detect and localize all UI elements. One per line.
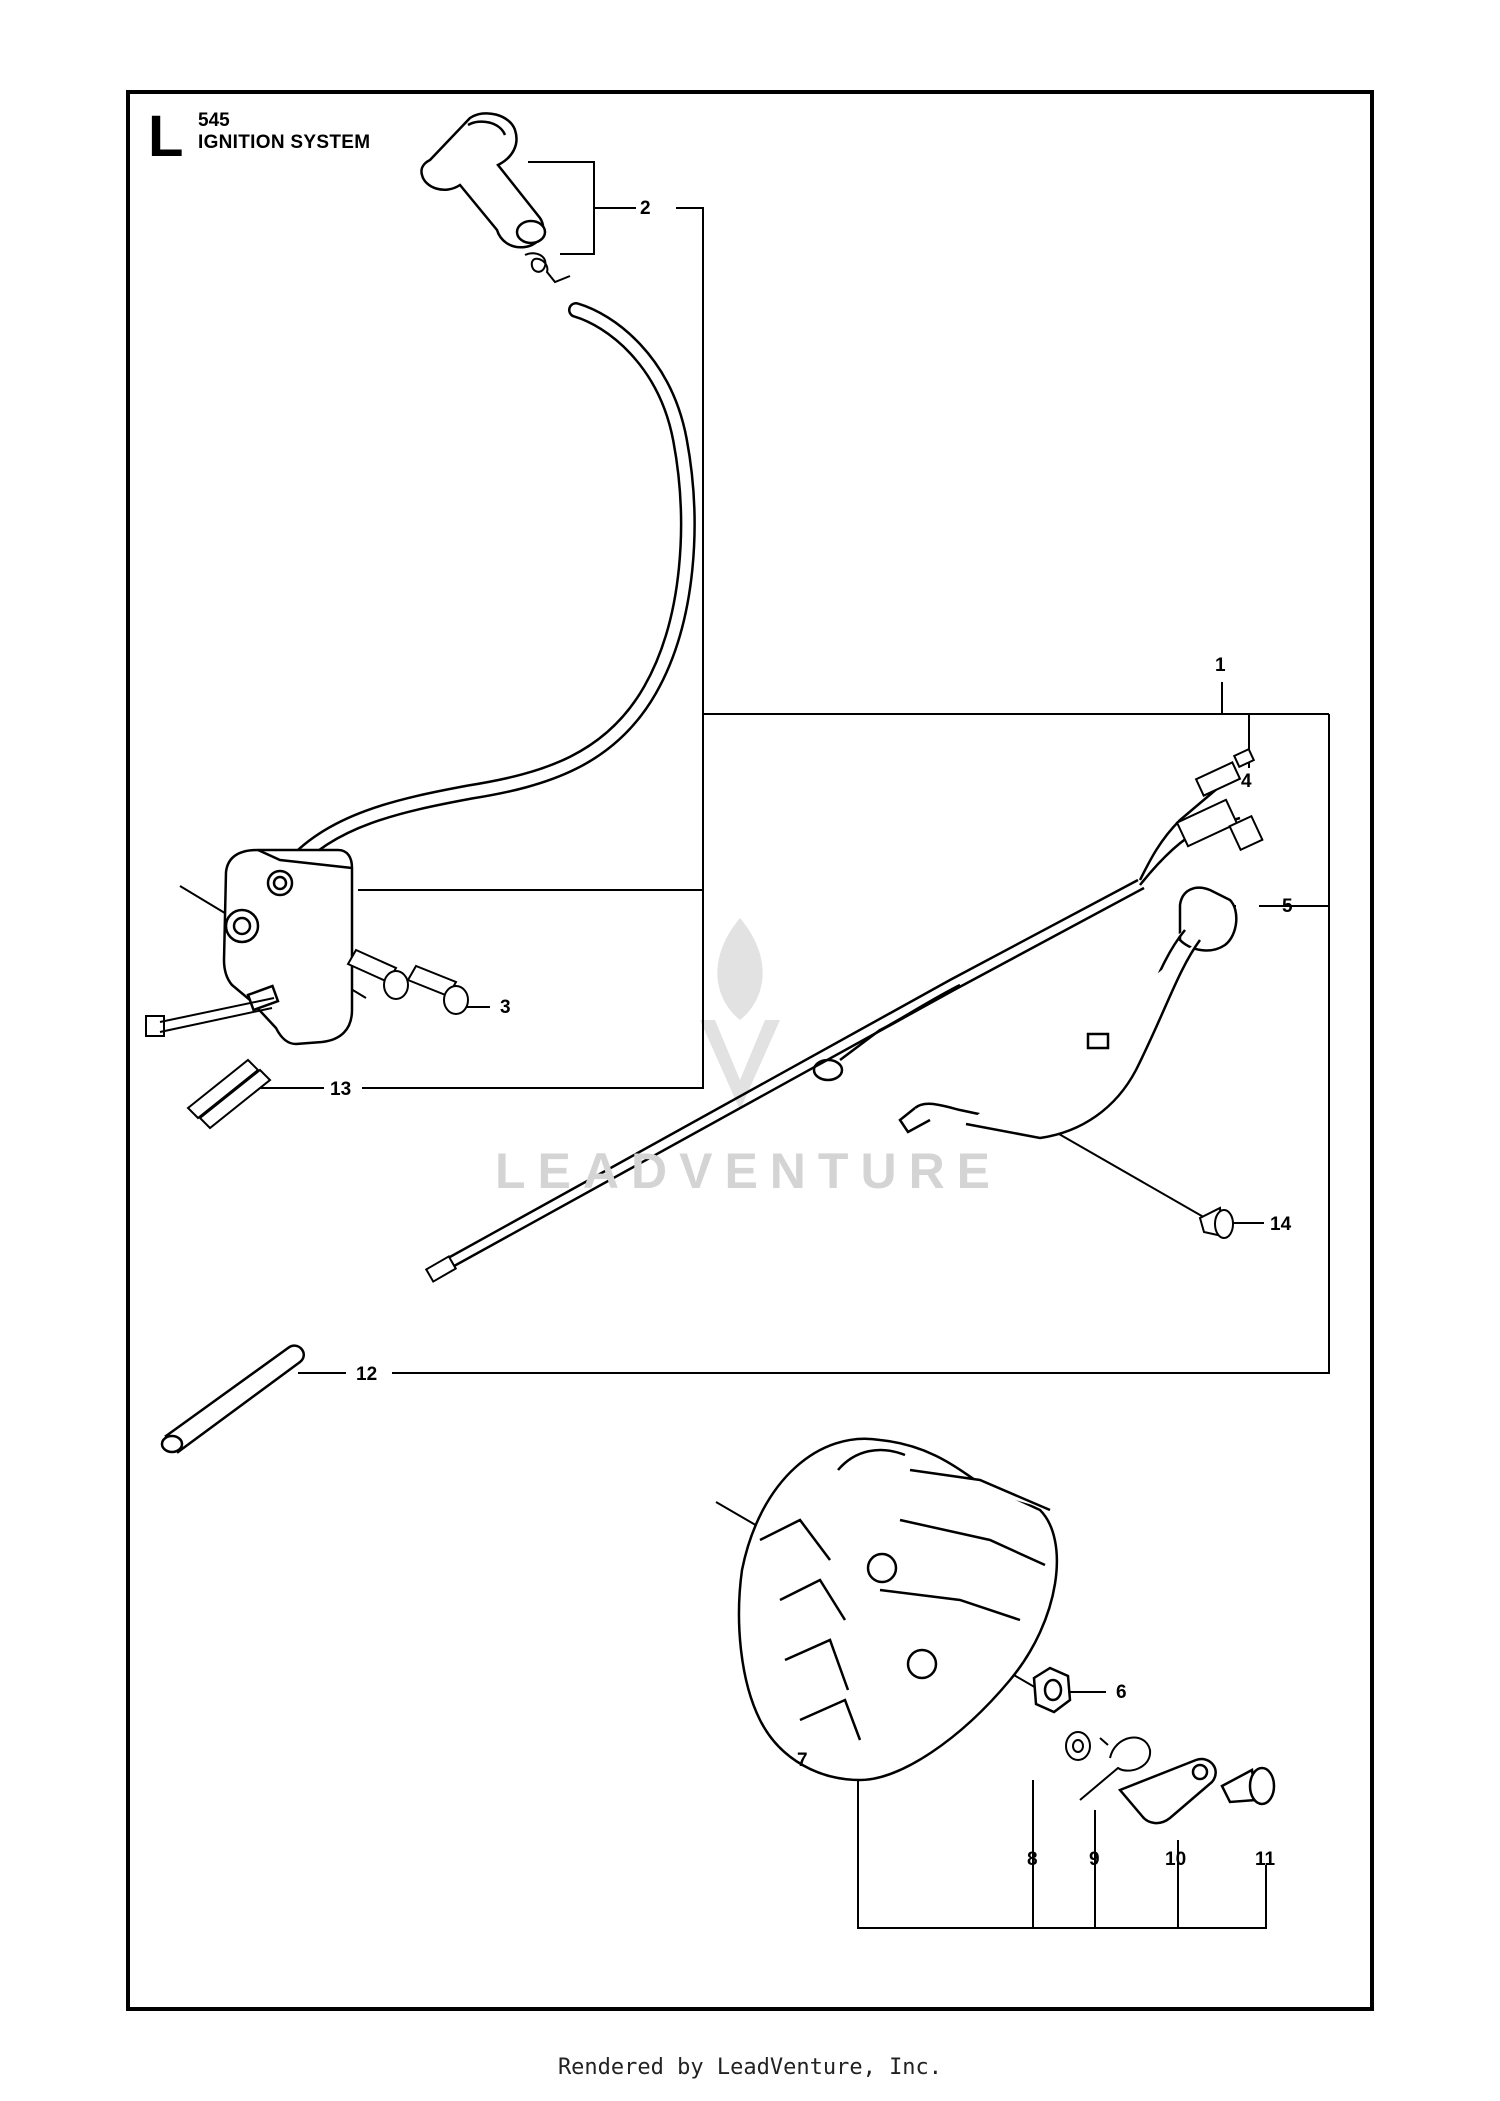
model-number: 545 (198, 110, 230, 131)
watermark-text: LEADVENTURE (495, 1143, 1003, 1199)
callouts: 1 2 3 4 5 6 7 8 9 10 11 12 13 14 (330, 198, 1293, 1870)
harness-connectors (1175, 747, 1264, 852)
watermark-logo (700, 918, 780, 1110)
spark-plug-spring (524, 252, 571, 284)
callout-7: 7 (797, 1750, 808, 1771)
flywheel (737, 1437, 1059, 1782)
flywheel-nut (1032, 1666, 1072, 1714)
callout-12: 12 (356, 1364, 377, 1385)
sleeve-pin (160, 1344, 305, 1454)
callout-9: 9 (1089, 1849, 1100, 1870)
coil-terminals (145, 997, 275, 1037)
ignition-coil (222, 848, 354, 1046)
section-title: IGNITION SYSTEM (198, 132, 371, 153)
section-letter: L (148, 104, 184, 169)
callout-13: 13 (330, 1079, 351, 1100)
coil-sleeves (186, 1058, 272, 1130)
spark-plug-boot (420, 112, 547, 249)
starter-pawl (1117, 1757, 1217, 1825)
callout-14: 14 (1270, 1214, 1292, 1235)
callout-10: 10 (1165, 1849, 1186, 1870)
stop-switch (898, 886, 1238, 1140)
harness-terminals (424, 1255, 458, 1283)
callout-5: 5 (1282, 896, 1293, 917)
washer (1065, 1731, 1091, 1761)
switch-screw (1198, 1206, 1234, 1239)
callout-3: 3 (500, 997, 511, 1018)
pawl-spring (1079, 1736, 1152, 1801)
callout-8: 8 (1027, 1849, 1038, 1870)
callout-6: 6 (1116, 1682, 1127, 1703)
pawl-screw (1220, 1766, 1276, 1806)
wiring-harness (429, 781, 1241, 1278)
callout-11: 11 (1255, 1849, 1276, 1870)
diagram-frame (126, 90, 1374, 2011)
callout-2: 2 (640, 198, 651, 219)
footer-credit: Rendered by LeadVenture, Inc. (557, 2055, 943, 2080)
callout-4: 4 (1241, 771, 1252, 792)
callout-1: 1 (1215, 655, 1226, 676)
coil-screws (346, 948, 469, 1015)
